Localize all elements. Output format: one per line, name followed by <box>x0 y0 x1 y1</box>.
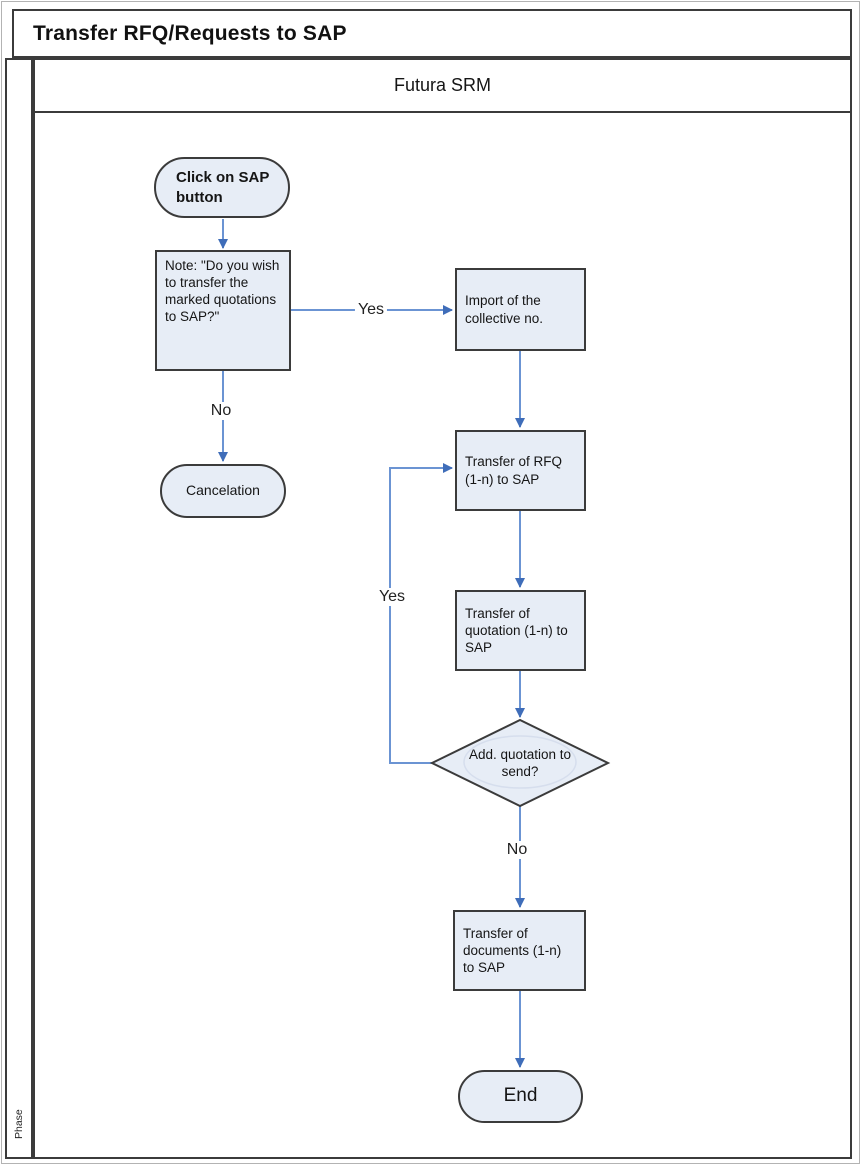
node-cancelation: Cancelation <box>160 464 286 518</box>
node-start-click-sap-button: Click on SAP button <box>154 157 290 218</box>
edge-label-yes: Yes <box>354 301 388 319</box>
edge-label-no: No <box>207 402 235 420</box>
node-label: Import of the collective no. <box>465 293 544 326</box>
connector-decision-yes-loop <box>389 463 453 764</box>
decision-faint-ellipse <box>463 735 577 789</box>
node-import-collective-no: Import of the collective no. <box>455 268 586 351</box>
node-label: Cancelation <box>186 482 260 499</box>
node-label: Transfer of RFQ (1-n) to SAP <box>465 454 563 487</box>
phase-strip <box>5 58 33 1159</box>
node-label: Click on SAP button <box>176 168 270 206</box>
swimlane-header: Futura SRM <box>35 60 850 113</box>
edge-label-loop-yes: Yes <box>375 588 409 606</box>
node-label: End <box>503 1085 538 1107</box>
swimlane-title: Futura SRM <box>393 75 492 95</box>
diagram-title: Transfer RFQ/Requests to SAP <box>33 21 347 45</box>
node-label: Transfer of documents (1-n) to SAP <box>463 925 562 976</box>
node-note-transfer-prompt: Note: "Do you wish to transfer the marke… <box>155 250 291 371</box>
node-transfer-quotation: Transfer of quotation (1-n) to SAP <box>455 590 586 671</box>
swimlane-futura-srm: Futura SRM <box>33 58 852 1159</box>
diagram-title-bar: Transfer RFQ/Requests to SAP <box>12 9 852 58</box>
node-transfer-rfq: Transfer of RFQ (1-n) to SAP <box>455 430 586 511</box>
node-label: Transfer of quotation (1-n) to SAP <box>465 605 568 656</box>
node-label: Note: "Do you wish to transfer the marke… <box>165 258 280 325</box>
edge-label-decision-no: No <box>503 841 531 859</box>
node-transfer-documents: Transfer of documents (1-n) to SAP <box>453 910 586 991</box>
decision-diamond-shape <box>429 718 611 808</box>
node-end: End <box>458 1070 583 1123</box>
node-decision-add-quotation: Add. quotation to send? <box>468 747 572 780</box>
